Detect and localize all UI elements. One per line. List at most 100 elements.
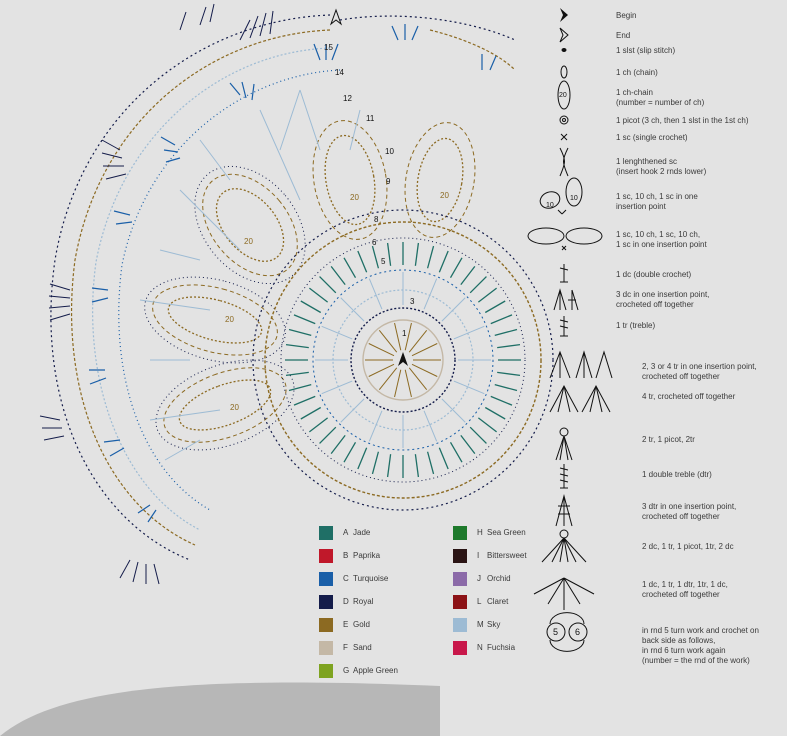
stitch-spoke xyxy=(460,265,476,286)
color-code: D xyxy=(343,597,349,606)
stitch-spoke xyxy=(300,406,322,420)
stitch-spoke xyxy=(453,325,485,340)
legend-label: 2 tr, 1 picot, 2tr xyxy=(642,435,695,444)
color-name: Sand xyxy=(353,643,372,652)
end-marker-icon xyxy=(329,8,343,26)
stitch-spoke xyxy=(441,297,466,322)
stitch-spoke xyxy=(469,426,487,444)
round-number: 12 xyxy=(343,94,352,103)
sc-loop-number: 10 xyxy=(546,202,554,209)
stitch-spoke xyxy=(319,276,337,294)
color-swatch xyxy=(319,618,333,632)
single-crochet-icon xyxy=(560,133,568,141)
chain-count-label: 20 xyxy=(350,193,359,202)
center-spokes xyxy=(365,322,441,398)
turn-number: 6 xyxy=(575,627,580,637)
stitch-spoke xyxy=(477,417,498,433)
stitch-spoke xyxy=(357,447,368,470)
stitch-spoke xyxy=(394,369,402,398)
color-code: N xyxy=(477,643,483,652)
color-name: Gold xyxy=(353,620,370,629)
color-name: Bittersweet xyxy=(487,551,527,560)
color-code: G xyxy=(343,666,350,675)
color-code: I xyxy=(477,551,480,560)
dtr-cluster-icon xyxy=(555,494,573,527)
color-code: H xyxy=(477,528,483,537)
stitch-spoke xyxy=(497,371,521,377)
color-swatch xyxy=(319,664,333,678)
legend-label: 2, 3 or 4 tr in one insertion point, cro… xyxy=(642,362,757,381)
stitch-spoke xyxy=(484,406,506,420)
legend-label: in rnd 5 turn work and crochet on back s… xyxy=(642,626,759,665)
stitch-spoke xyxy=(414,454,420,478)
stitch-spoke xyxy=(423,278,438,310)
legend-label: 1 dc, 1 tr, 1 dtr, 1tr, 1 dc, crocheted … xyxy=(642,580,728,599)
color-name: Fuchsia xyxy=(487,643,516,652)
dc-tr-dtr-together-icon xyxy=(533,577,595,610)
chain-count-label: 20 xyxy=(440,191,449,200)
color-swatch xyxy=(453,618,467,632)
stitch-spoke xyxy=(343,441,357,463)
begin-marker-icon xyxy=(398,352,408,366)
legend-label: End xyxy=(616,31,631,40)
color-swatch xyxy=(319,526,333,540)
color-code: M xyxy=(477,620,484,629)
inner-spokes xyxy=(315,272,491,448)
color-name: Orchid xyxy=(487,574,511,583)
stitch-spoke xyxy=(285,343,309,349)
legend-label: 1 tr (treble) xyxy=(616,321,656,330)
stitch-spoke xyxy=(411,343,438,357)
stitch-spoke xyxy=(357,250,368,273)
stitch-spoke xyxy=(484,300,506,314)
round-number: 3 xyxy=(410,297,415,306)
stitch-spoke xyxy=(494,383,518,392)
stitch-spoke xyxy=(438,250,449,273)
stitch-spoke xyxy=(319,426,337,444)
stitch-spoke xyxy=(490,395,513,406)
color-code: E xyxy=(343,620,349,629)
round-number: 5 xyxy=(381,257,386,266)
petal-outlines xyxy=(152,120,476,443)
legend-symbols: 20 10 10 5 6 xyxy=(527,8,613,652)
crochet-chart: 20 20 20 20 20 1 3 5 6 8 9 10 11 12 14 1… xyxy=(39,3,554,585)
color-code: L xyxy=(477,597,482,606)
dc-tr-picot-icon xyxy=(541,537,587,563)
stitch-spoke xyxy=(330,434,346,455)
legend-label: 1 ch-chain (number = number of ch) xyxy=(616,88,705,107)
chain-count-label: 20 xyxy=(244,237,253,246)
stitch-spoke xyxy=(308,417,329,433)
outer-scallops xyxy=(50,14,516,561)
color-swatch xyxy=(453,526,467,540)
begin-icon xyxy=(560,8,568,22)
color-name: Apple Green xyxy=(353,666,398,675)
color-name: Sky xyxy=(487,620,501,629)
round-number: 11 xyxy=(366,114,375,123)
stitch-spoke xyxy=(288,383,312,392)
stitch-spoke xyxy=(288,328,312,337)
color-name: Claret xyxy=(487,597,509,606)
color-swatch xyxy=(319,595,333,609)
legend-label: 1 sc, 10 ch, 1 sc in one insertion point xyxy=(616,192,698,211)
legend-label: 3 dc in one insertion point, crocheted o… xyxy=(616,290,710,309)
legend-label: 1 picot (3 ch, then 1 slst in the 1st ch… xyxy=(616,116,749,125)
legend-label: 1 double treble (dtr) xyxy=(642,470,712,479)
stitch-spoke xyxy=(368,410,383,442)
round-number: 10 xyxy=(385,147,394,156)
stitch-spoke xyxy=(386,454,392,478)
turn-number: 5 xyxy=(553,627,558,637)
stitch-spoke xyxy=(411,363,438,377)
end-icon xyxy=(559,27,569,43)
stitch-spoke xyxy=(343,257,357,279)
stitch-spoke xyxy=(378,367,398,391)
stitch-spoke xyxy=(490,314,513,325)
stitch-spoke xyxy=(497,343,521,349)
dc-cluster-icon xyxy=(553,288,579,311)
legend-label: 1 lenghthened sc (insert hook 2 rnds low… xyxy=(616,157,707,176)
color-name: Jade xyxy=(353,528,371,537)
gold-petals xyxy=(167,134,464,431)
legend-label: Begin xyxy=(616,11,637,20)
tr-cluster-icon xyxy=(549,350,613,379)
color-code: C xyxy=(343,574,349,583)
chain-icon xyxy=(560,65,568,79)
color-swatch xyxy=(319,641,333,655)
